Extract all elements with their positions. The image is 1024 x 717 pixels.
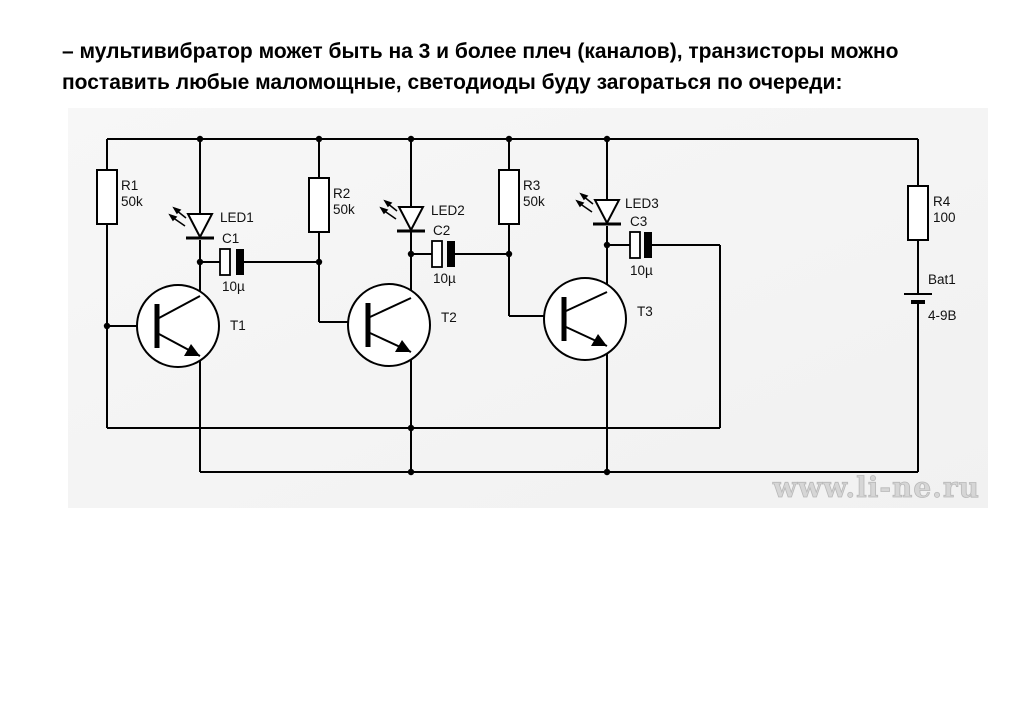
resistor-r3: R3 50k: [498, 169, 545, 225]
r3-value: 50k: [523, 194, 545, 209]
r4-ref: R4: [933, 194, 951, 209]
t3-ref: T3: [637, 304, 653, 319]
light-emission-arrows-icon: [379, 199, 398, 220]
led-3: LED3: [575, 192, 659, 226]
t1-ref: T1: [230, 318, 246, 333]
transistor-t3: T3: [543, 277, 653, 361]
c2-ref: C2: [433, 223, 450, 238]
c3-value: 10µ: [630, 263, 653, 278]
c1-value: 10µ: [222, 279, 245, 294]
page-heading: – мультивибратор может быть на 3 и более…: [62, 36, 1002, 98]
capacitor-c1: C1 10µ: [219, 231, 245, 294]
r2-value: 50k: [333, 202, 355, 217]
led-1: LED1: [168, 206, 254, 240]
battery-bat1: Bat1 4-9В: [904, 272, 957, 323]
resistor-r4: R4 100: [907, 185, 956, 241]
light-emission-arrows-icon: [575, 192, 594, 213]
r3-ref: R3: [523, 178, 540, 193]
bat1-value: 4-9В: [928, 308, 957, 323]
transistor-t2: T2: [347, 283, 457, 367]
c3-ref: C3: [630, 214, 647, 229]
heading-line-1: – мультивибратор может быть на 3 и более…: [62, 40, 899, 63]
schematic-background: [68, 108, 988, 508]
t2-ref: T2: [441, 310, 457, 325]
heading-line-2: поставить любые маломощные, светодиоды б…: [62, 71, 843, 94]
capacitor-c2: C2 10µ: [431, 223, 456, 286]
r2-ref: R2: [333, 186, 350, 201]
watermark-text: www.li-ne.ru: [772, 471, 980, 504]
c2-value: 10µ: [433, 271, 456, 286]
transistor-t1: T1: [136, 284, 246, 368]
led1-ref: LED1: [220, 210, 254, 225]
resistor-r1: R1 50k: [96, 169, 143, 225]
c1-ref: C1: [222, 231, 239, 246]
led3-ref: LED3: [625, 196, 659, 211]
led-2: LED2: [379, 199, 465, 233]
r1-value: 50k: [121, 194, 143, 209]
r4-value: 100: [933, 210, 956, 225]
junction-dots: [103, 135, 611, 476]
capacitor-c3: C3 10µ: [629, 214, 653, 278]
bat1-ref: Bat1: [928, 272, 956, 287]
light-emission-arrows-icon: [168, 206, 187, 227]
resistor-r2: R2 50k: [308, 177, 355, 233]
r1-ref: R1: [121, 178, 138, 193]
led2-ref: LED2: [431, 203, 465, 218]
